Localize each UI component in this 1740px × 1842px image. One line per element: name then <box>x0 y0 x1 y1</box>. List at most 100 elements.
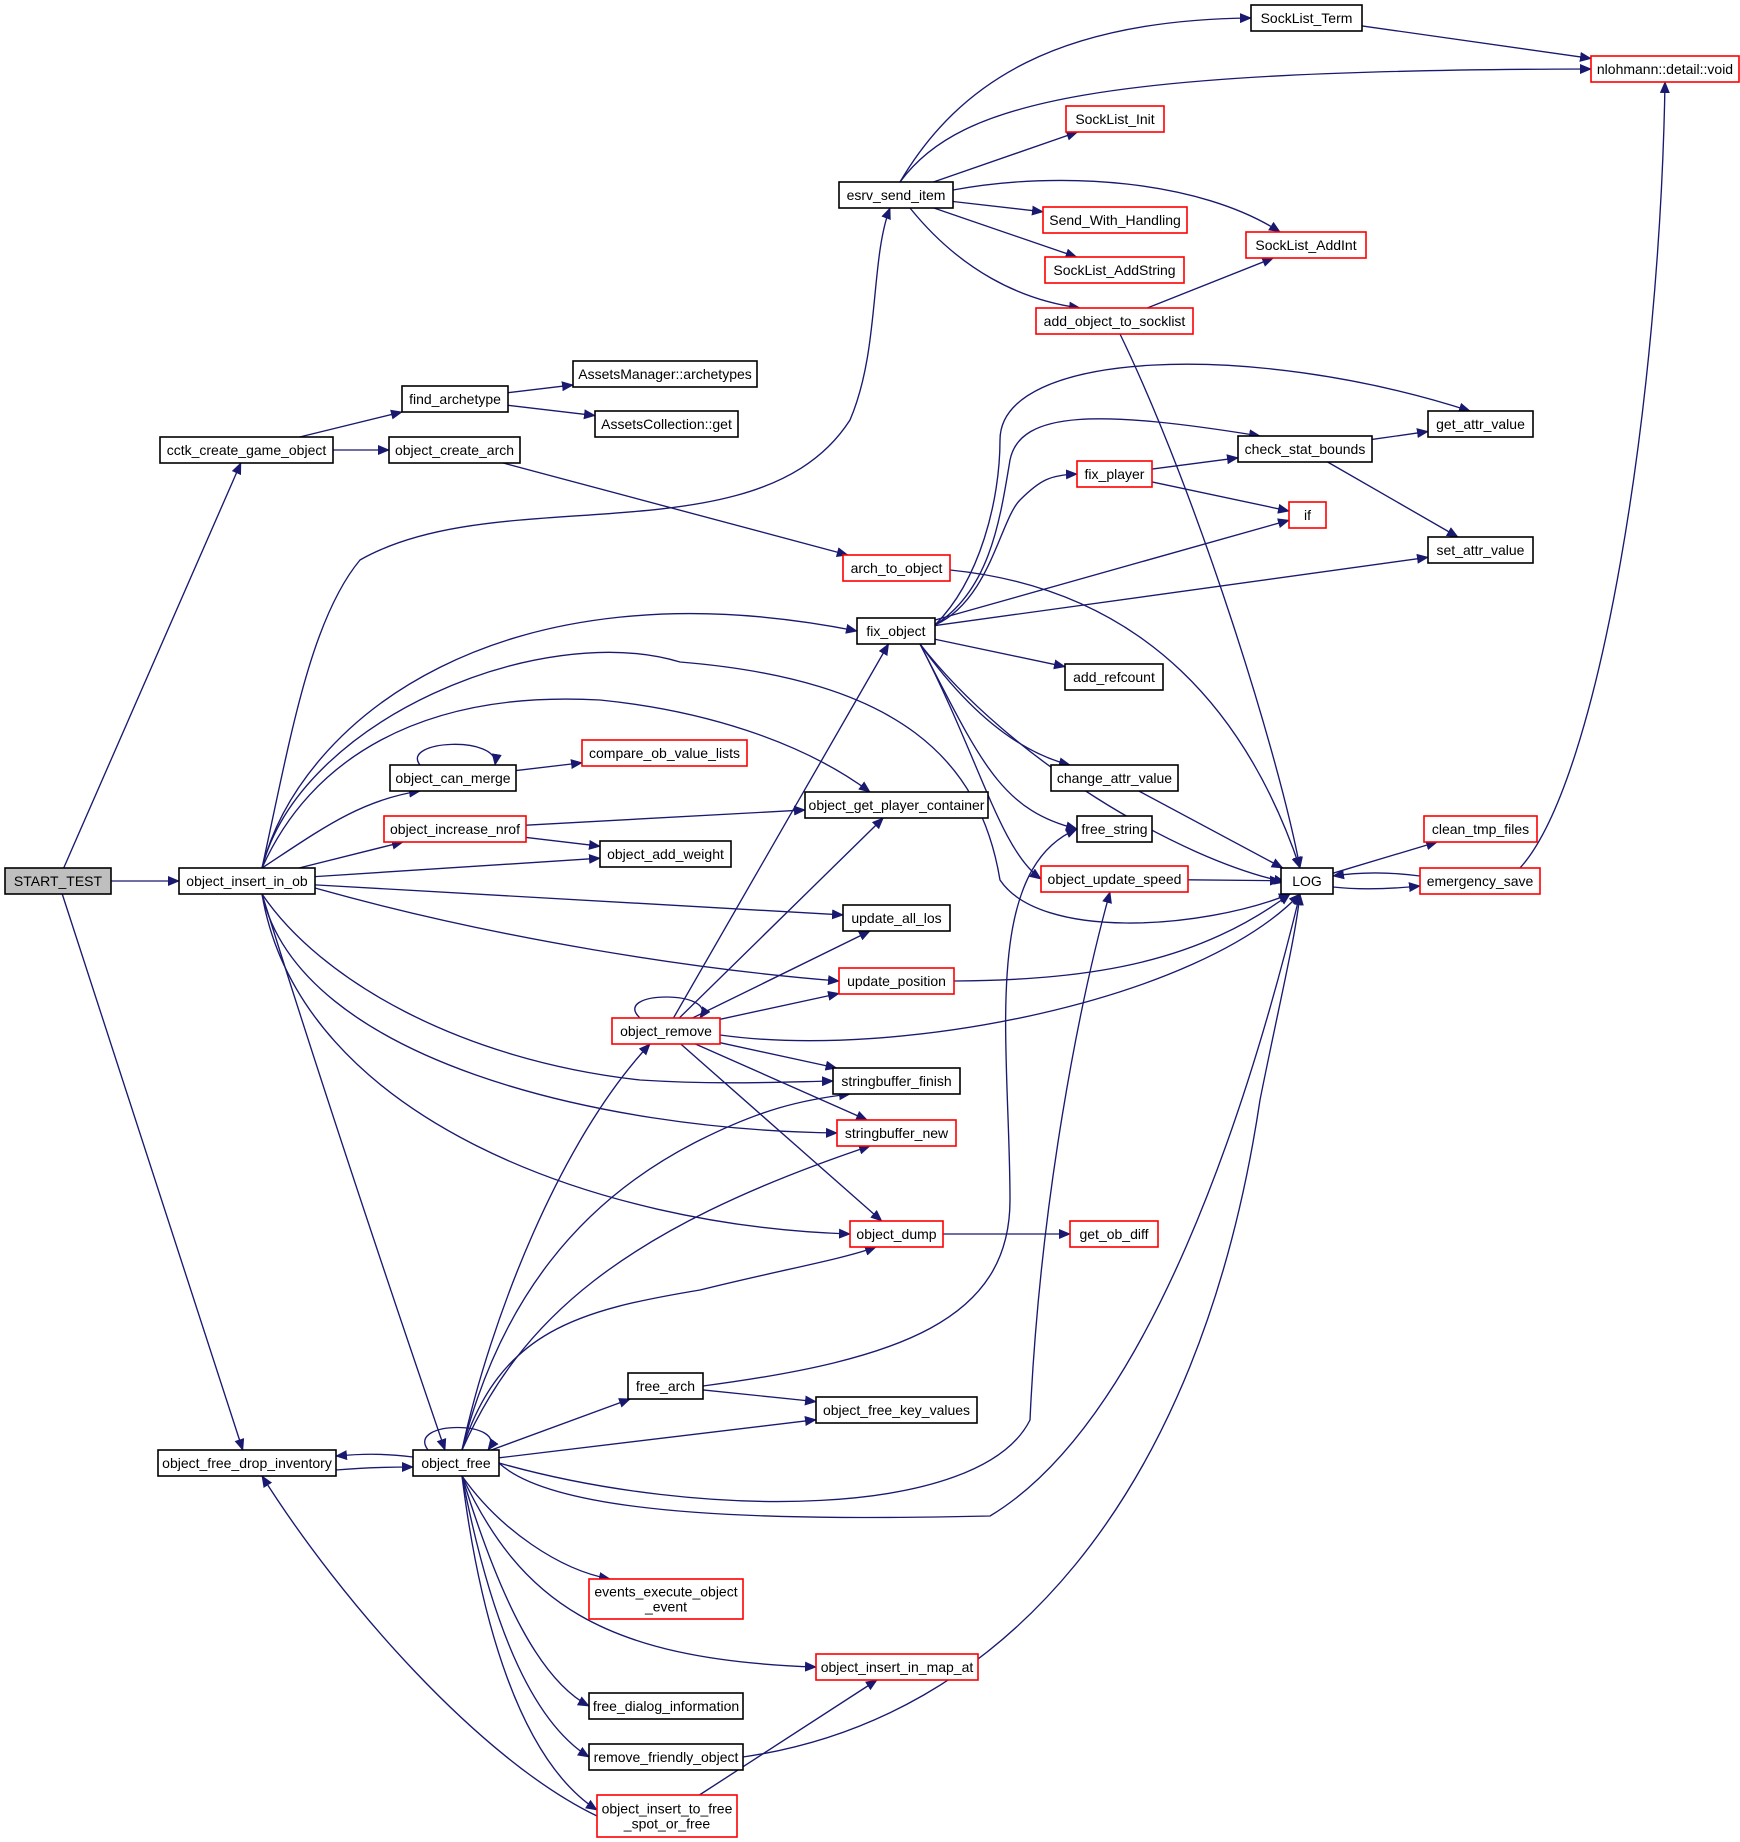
edge-object_remove-to-update_all_los <box>692 930 871 1019</box>
node-label: get_ob_diff <box>1079 1226 1148 1242</box>
node-object-insert-in-ob[interactable]: object_insert_in_ob <box>178 867 316 895</box>
node-box <box>1427 536 1534 564</box>
node-get-ob-diff[interactable]: get_ob_diff <box>1069 1220 1159 1248</box>
node-label: esrv_send_item <box>847 187 946 203</box>
node-update-all-los[interactable]: update_all_los <box>842 904 951 932</box>
node-box <box>1245 231 1367 259</box>
node-object-dump[interactable]: object_dump <box>849 1220 944 1248</box>
node-object-insert-in-map-at[interactable]: object_insert_in_map_at <box>815 1653 979 1681</box>
node-box <box>588 1743 744 1771</box>
node-object-free-key-values[interactable]: object_free_key_values <box>815 1396 978 1424</box>
node-box <box>581 739 748 767</box>
nodes-layer: START_TEST cctk_create_game_object object_… <box>4 4 1740 1838</box>
node-object-free-drop-inventory[interactable]: object_free_drop_inventory <box>157 1449 337 1477</box>
edge-START_TEST-to-object_free_drop_inventory <box>61 893 245 1451</box>
node-start-test[interactable]: START_TEST <box>4 867 112 895</box>
edge-esrv_send_item-to-SockList_AddInt <box>952 179 1281 233</box>
node-free-dialog-information[interactable]: free_dialog_information <box>588 1692 744 1720</box>
node-object-update-speed[interactable]: object_update_speed <box>1040 865 1189 893</box>
node-emergency-save[interactable]: emergency_save <box>1419 867 1541 895</box>
edge-object_remove-to-stringbuffer_new <box>695 1043 869 1121</box>
node-box <box>599 840 732 868</box>
edge-fix_object-to-change_attr_value <box>919 643 1071 768</box>
node-get-attr-value[interactable]: get_attr_value <box>1427 410 1534 438</box>
node-events-execute-object-event[interactable]: events_execute_object_event <box>588 1578 744 1620</box>
node-socklist-term[interactable]: SockList_Term <box>1250 4 1363 32</box>
edge-object_free-to-object_insert_in_map_at <box>461 1475 817 1672</box>
node-label: add_refcount <box>1073 669 1155 685</box>
node-log[interactable]: LOG <box>1280 867 1334 895</box>
edge-object_can_merge-to-compare_ob_value_lists <box>515 759 583 772</box>
node-box <box>1040 865 1189 893</box>
node-label: _spot_or_free <box>623 1816 711 1832</box>
node-label: object_free_key_values <box>823 1402 970 1418</box>
node-assetsmanager-archetypes[interactable]: AssetsManager::archetypes <box>572 360 758 388</box>
node-assetscollection-get[interactable]: AssetsCollection::get <box>594 410 739 438</box>
node-add-refcount[interactable]: add_refcount <box>1064 663 1164 691</box>
node-stringbuffer-finish[interactable]: stringbuffer_finish <box>832 1067 961 1095</box>
node-object-free[interactable]: object_free <box>412 1449 500 1477</box>
node-object-increase-nrof[interactable]: object_increase_nrof <box>383 815 527 843</box>
edge-object_remove-to-object_dump <box>680 1043 883 1222</box>
node-socklist-addstring[interactable]: SockList_AddString <box>1044 256 1185 284</box>
node-arch-to-object[interactable]: arch_to_object <box>842 554 951 582</box>
edge-object_insert_in_ob-to-object_add_weight <box>314 853 601 878</box>
node-label: object_update_speed <box>1048 871 1182 887</box>
node-nlohmann-detail-void[interactable]: nlohmann::detail::void <box>1590 55 1740 83</box>
node-object-remove[interactable]: object_remove <box>611 1017 721 1045</box>
edge-object_free-to-stringbuffer_new <box>461 1144 871 1451</box>
edge-fix_player-to-if <box>1151 481 1290 514</box>
node-box <box>856 617 936 645</box>
node-update-position[interactable]: update_position <box>838 967 955 995</box>
node-label: remove_friendly_object <box>594 1749 739 1765</box>
node-label: nlohmann::detail::void <box>1597 61 1733 77</box>
node-change-attr-value[interactable]: change_attr_value <box>1050 764 1179 792</box>
edge-object_insert_in_ob-to-object_dump <box>261 893 851 1239</box>
edge-cctk_create_game_object-to-find_archetype <box>299 409 403 438</box>
edge-change_attr_value-to-LOG <box>1138 790 1284 869</box>
edge-update_position-to-LOG <box>953 893 1291 982</box>
node-object-get-player-container[interactable]: object_get_player_container <box>804 791 989 819</box>
node-box <box>627 1372 704 1400</box>
edge-remove_friendly_object-to-LOG <box>742 893 1304 1758</box>
edge-esrv_send_item-to-SockList_AddString <box>933 207 1078 259</box>
node-find-archetype[interactable]: find_archetype <box>401 385 509 413</box>
node-socklist-init[interactable]: SockList_Init <box>1065 105 1165 133</box>
node-compare-ob-value-lists[interactable]: compare_ob_value_lists <box>581 739 748 767</box>
node-fix-player[interactable]: fix_player <box>1076 460 1153 488</box>
edge-fix_object-to-add_refcount <box>934 638 1066 670</box>
node-object-insert-to-free-spot-or-free[interactable]: object_insert_to_free_spot_or_free <box>596 1794 738 1838</box>
node-label: SockList_Init <box>1075 111 1154 127</box>
node-free-string[interactable]: free_string <box>1076 815 1153 843</box>
node-box <box>832 1067 961 1095</box>
edge-find_archetype-to-AssetsCollection::get <box>507 404 596 420</box>
node-cctk-create-game-object[interactable]: cctk_create_game_object <box>159 436 334 464</box>
node-object-add-weight[interactable]: object_add_weight <box>599 840 732 868</box>
node-add-object-to-socklist[interactable]: add_object_to_socklist <box>1035 307 1194 335</box>
node-stringbuffer-new[interactable]: stringbuffer_new <box>836 1119 957 1147</box>
edge-object_free-to-free_dialog_information <box>461 1475 590 1707</box>
node-box <box>412 1449 500 1477</box>
node-box <box>572 360 758 388</box>
node-check-stat-bounds[interactable]: check_stat_bounds <box>1237 435 1373 463</box>
node-clean-tmp-files[interactable]: clean_tmp_files <box>1423 815 1538 843</box>
node-remove-friendly-object[interactable]: remove_friendly_object <box>588 1743 744 1771</box>
node-label: object_dump <box>856 1226 936 1242</box>
node-label: emergency_save <box>1427 873 1534 889</box>
node-if[interactable]: if <box>1288 501 1327 529</box>
node-esrv-send-item[interactable]: esrv_send_item <box>838 181 954 209</box>
edge-LOG-to-emergency_save <box>1332 882 1421 893</box>
node-object-create-arch[interactable]: object_create_arch <box>388 436 521 464</box>
node-send-with-handling[interactable]: Send_With_Handling <box>1042 206 1188 234</box>
node-fix-object[interactable]: fix_object <box>856 617 936 645</box>
node-socklist-addint[interactable]: SockList_AddInt <box>1245 231 1367 259</box>
node-set-attr-value[interactable]: set_attr_value <box>1427 536 1534 564</box>
node-label: fix_player <box>1085 466 1145 482</box>
edge-object_remove-to-update_position <box>719 990 840 1020</box>
edge-object_remove-to-fix_object <box>672 643 890 1019</box>
node-free-arch[interactable]: free_arch <box>627 1372 704 1400</box>
edge-object_insert_in_ob-to-fix_object <box>261 613 858 869</box>
node-object-can-merge[interactable]: object_can_merge <box>389 764 517 792</box>
edge-object_free-to-free_arch <box>491 1398 632 1451</box>
node-box <box>842 904 951 932</box>
